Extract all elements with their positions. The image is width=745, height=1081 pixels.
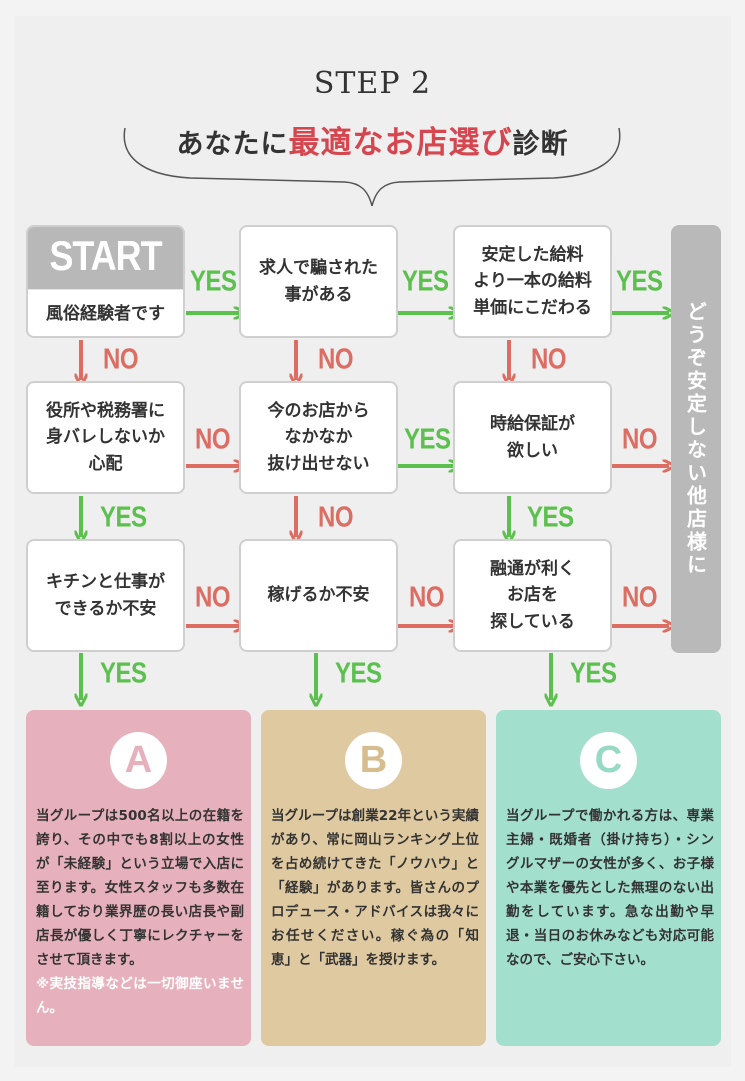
question-r1c3: 安定した給料 より一本の給料 単価にこだわる [453, 225, 612, 338]
question-r2c2: 今のお店から なかなか 抜け出せない [239, 381, 398, 494]
result-text-b: 当グループは創業22年という実績があり、常に岡山ランキング上位を占め続けてきた「… [271, 808, 479, 968]
result-note-a: ※実技指導などは一切御座いません。 [36, 976, 244, 1016]
question-r3c1: キチンと仕事が できるか不安 [26, 539, 185, 652]
label-no: NO [318, 343, 354, 376]
label-no: NO [531, 343, 567, 376]
label-yes: YES [527, 501, 574, 534]
result-text-c: 当グループで働かれる方は、専業主婦・既婚者（掛け持ち）・シングルマザーの女性が多… [506, 808, 714, 968]
label-yes: YES [402, 265, 449, 298]
result-body-a: 当グループは500名以上の在籍を誇り、その中でも8割以上の女性が「未経験」という… [36, 808, 244, 968]
result-card-b: B 当グループは創業22年という実績があり、常に岡山ランキング上位を占め続けてき… [261, 710, 486, 1046]
label-yes: YES [616, 265, 663, 298]
label-no: NO [103, 343, 139, 376]
result-letter-b: B [345, 732, 402, 789]
label-no: NO [318, 501, 354, 534]
label-no: NO [409, 581, 445, 614]
side-outcome-bar: どうぞ安定しない他店様に [671, 225, 721, 653]
question-r2c3: 時給保証が 欲しい [453, 381, 612, 494]
side-outcome-text: どうぞ安定しない他店様に [683, 301, 708, 577]
label-yes: YES [335, 657, 382, 690]
label-yes: YES [100, 657, 147, 690]
result-letter-a: A [110, 732, 167, 789]
question-r3c2: 稼げるか不安 [239, 539, 398, 652]
label-no: NO [622, 581, 658, 614]
label-yes: YES [190, 265, 237, 298]
question-r1c2: 求人で騙された 事がある [239, 225, 398, 338]
label-yes: YES [570, 657, 617, 690]
result-text-a: 当グループは500名以上の在籍を誇り、その中でも8割以上の女性が「未経験」という… [36, 804, 244, 1020]
label-yes: YES [100, 501, 147, 534]
start-text: 風俗経験者です [46, 303, 165, 324]
result-letter-c: C [580, 732, 637, 789]
result-card-a: A 当グループは500名以上の在籍を誇り、その中でも8割以上の女性が「未経験」と… [26, 710, 251, 1046]
question-r2c1: 役所や税務署に 身バレしないか 心配 [26, 381, 185, 494]
result-card-c: C 当グループで働かれる方は、専業主婦・既婚者（掛け持ち）・シングルマザーの女性… [496, 710, 721, 1046]
start-box: START 風俗経験者です [26, 225, 185, 338]
label-no: NO [622, 423, 658, 456]
label-no: NO [195, 423, 231, 456]
step-label: STEP 2 [313, 66, 432, 101]
question-r3c3: 融通が利く お店を 探している [453, 539, 612, 652]
label-yes: YES [404, 423, 451, 456]
start-heading: START [28, 227, 183, 290]
label-no: NO [195, 581, 231, 614]
